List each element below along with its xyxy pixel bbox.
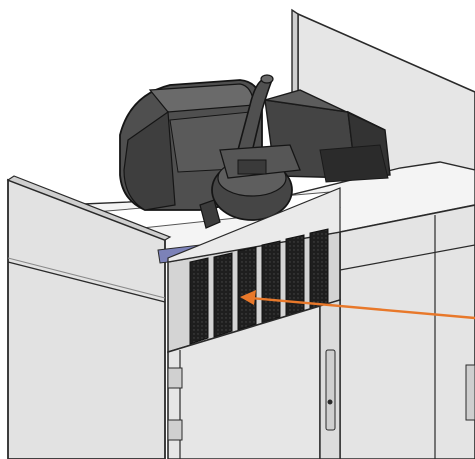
grille-slot [237,246,257,331]
grille-slot [261,240,281,324]
lower-door-left [167,304,321,459]
lower-door-right [319,299,341,459]
grille-slot [189,257,209,345]
callout-arrow [240,290,475,320]
compressor-motor [199,144,301,229]
grille-slot [309,228,329,310]
left-side-panel [6,175,172,459]
condenser-box [264,89,391,183]
condenser-air-intake-grille [189,228,329,345]
right-side-panel [339,204,475,459]
grille-slot [285,234,305,317]
grille-slot [213,252,233,338]
suction-pipe [236,74,274,153]
